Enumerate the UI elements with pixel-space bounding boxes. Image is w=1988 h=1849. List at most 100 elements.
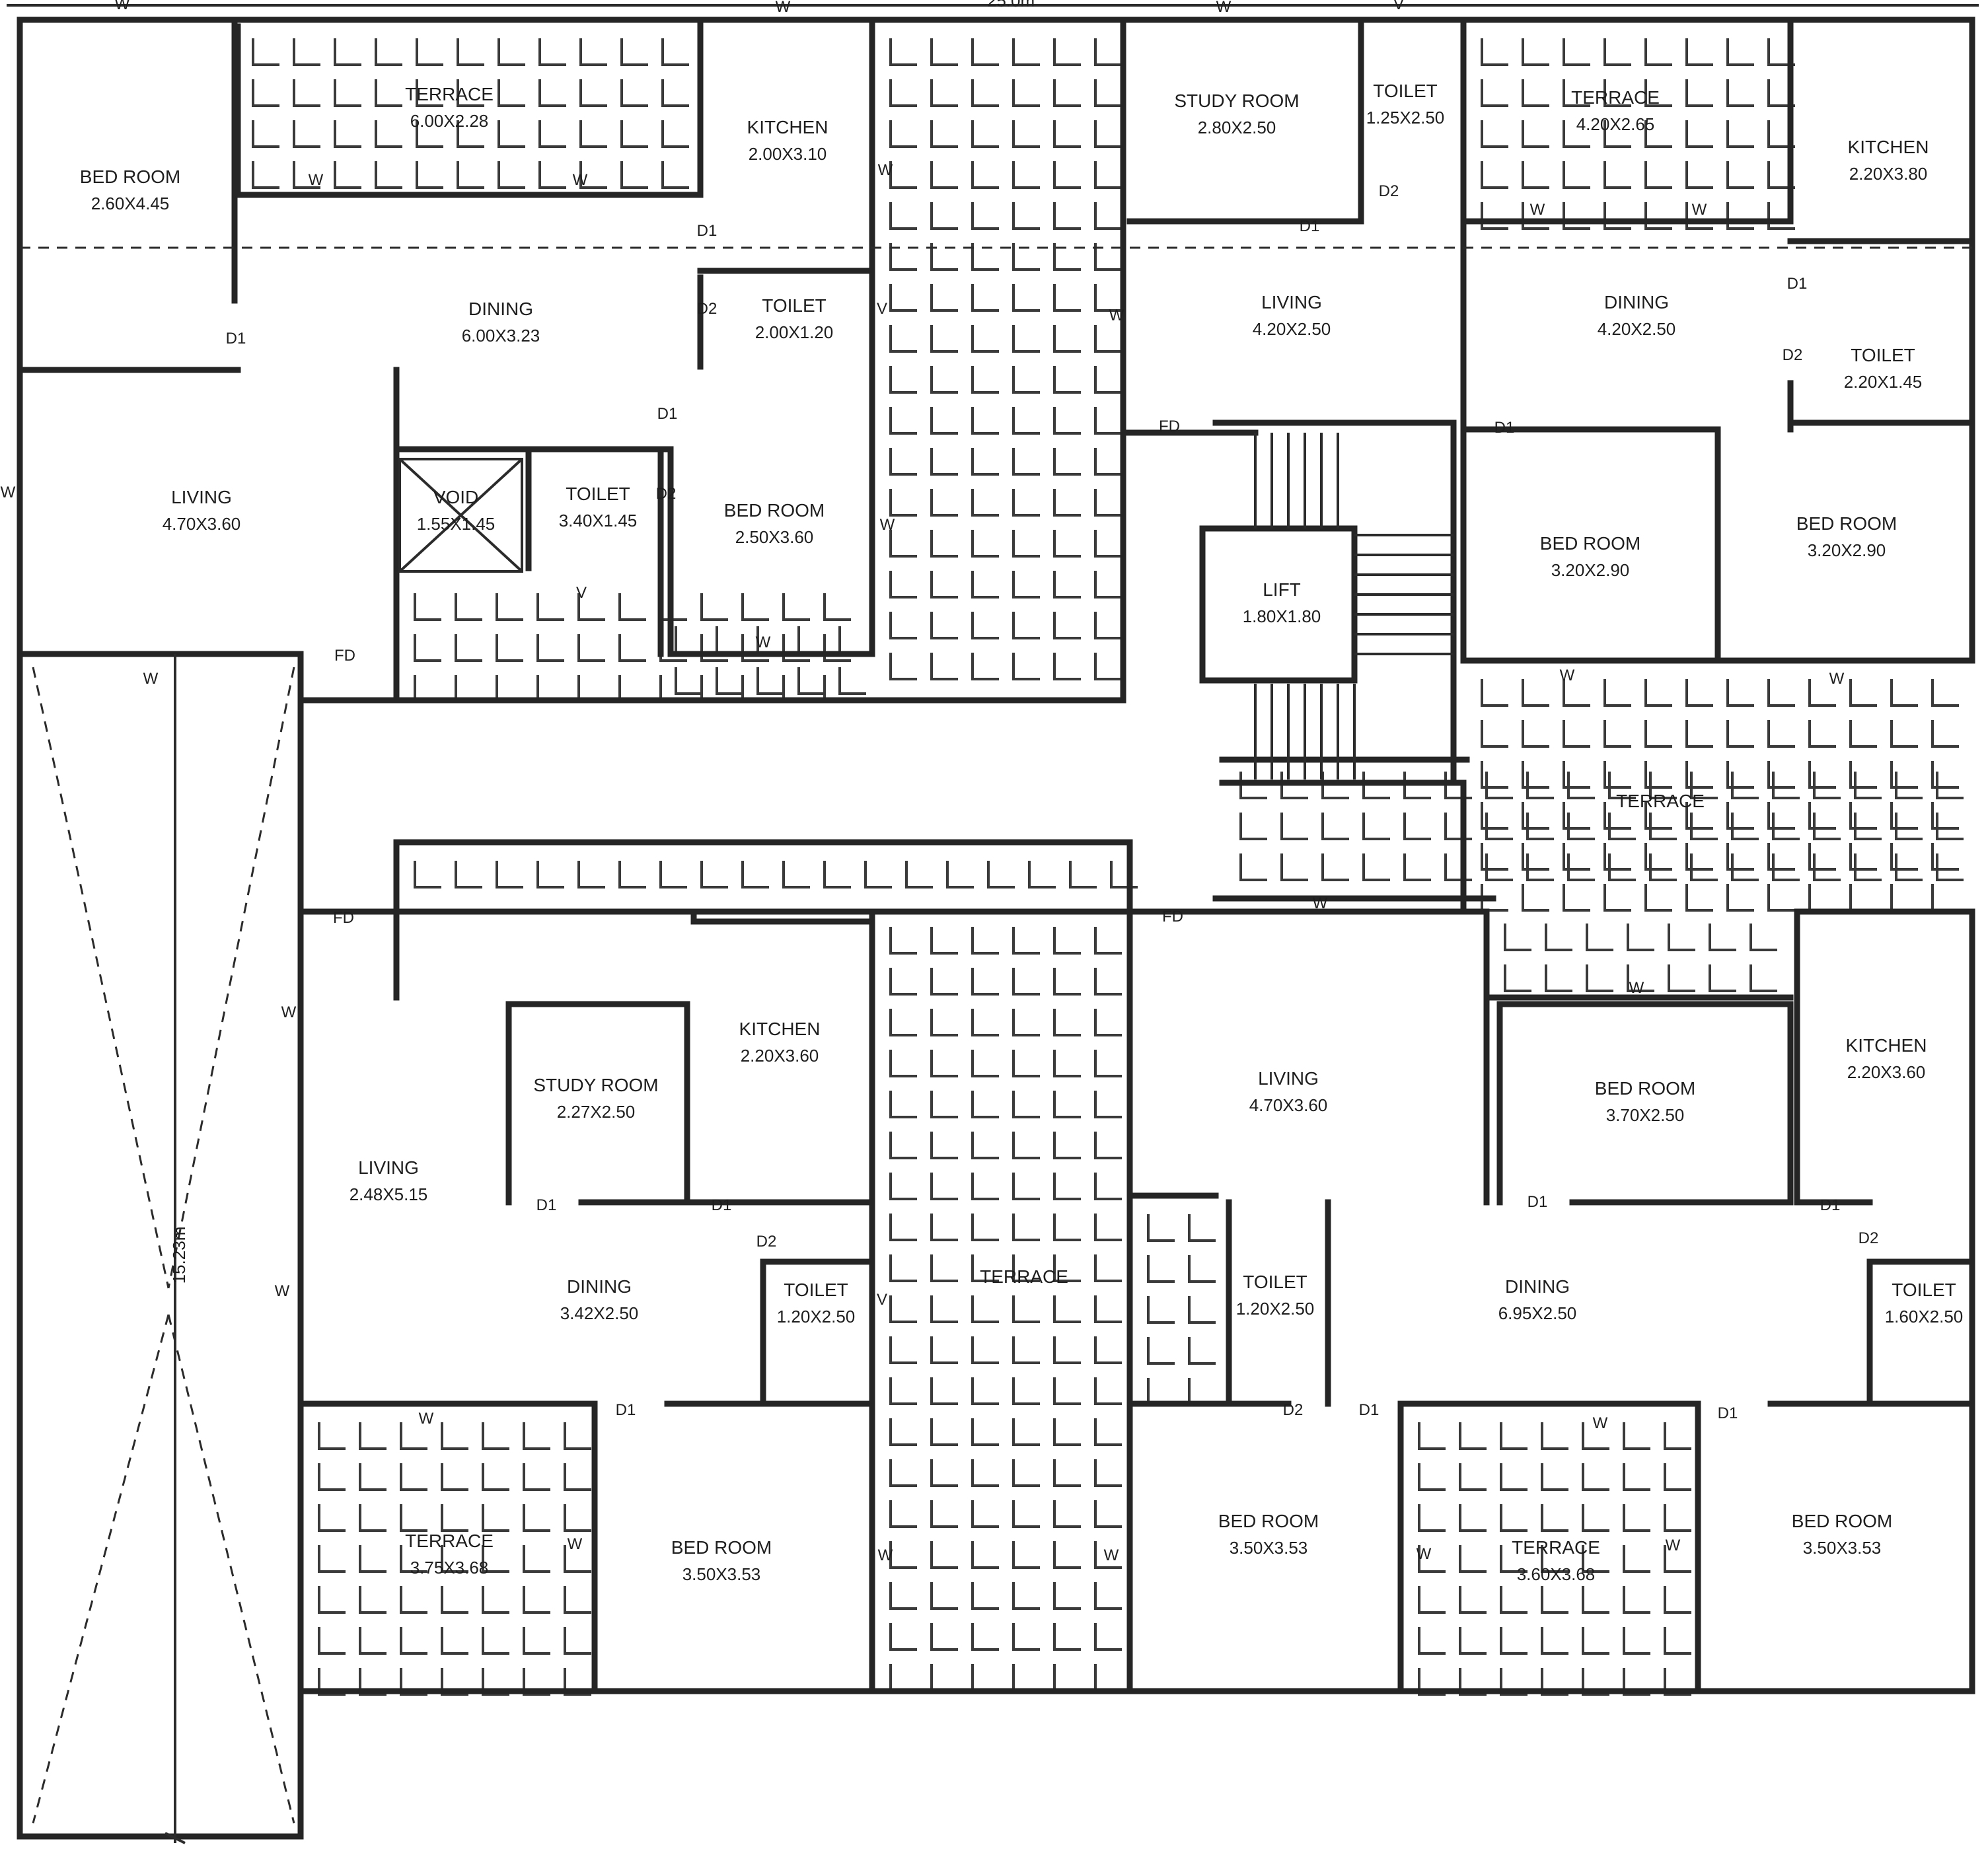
mark-door-d2: D2 (697, 300, 718, 318)
floor-tile (1522, 79, 1549, 107)
floor-tile (359, 1504, 387, 1532)
floor-tile (1541, 1504, 1568, 1532)
floor-tile (971, 1050, 999, 1077)
floor-tile (1012, 407, 1040, 435)
floor-tile (1147, 1337, 1175, 1365)
floor-tile (1094, 1500, 1122, 1528)
floor-tile (538, 79, 566, 107)
svg-text:4.20X2.50: 4.20X2.50 (1253, 319, 1331, 339)
floor-tile (700, 634, 728, 662)
floor-tile (1664, 1586, 1691, 1614)
floor-tile (1849, 843, 1877, 871)
svg-text:2.50X3.60: 2.50X3.60 (735, 527, 814, 547)
floor-tile (1053, 243, 1081, 271)
floor-tile (334, 161, 361, 189)
floor-tile (1936, 813, 1964, 840)
floor-tile (1582, 1586, 1609, 1614)
floor-tile (1500, 1586, 1528, 1614)
floor-tile (1094, 968, 1122, 996)
floor-tile (1726, 202, 1754, 230)
floor-tile (1053, 366, 1081, 394)
floor-tile (1567, 853, 1595, 881)
floor-tile (1563, 802, 1590, 830)
svg-text:KITCHEN: KITCHEN (747, 117, 828, 137)
floor-tile (1563, 120, 1590, 148)
floor-tile (930, 366, 958, 394)
svg-text:1.20X2.50: 1.20X2.50 (777, 1307, 856, 1326)
floor-tile (782, 593, 810, 621)
floor-tile (1053, 1541, 1081, 1569)
floor-tile (1053, 284, 1081, 312)
floor-tile (482, 1586, 509, 1614)
dim-side-depth: 15.23m (169, 1227, 189, 1284)
floor-tile (1586, 924, 1613, 951)
floor-tile (1362, 813, 1390, 840)
floor-tile (971, 571, 999, 598)
floor-tile (889, 325, 917, 353)
floor-tile (1481, 802, 1508, 830)
mark-door-d2: D2 (1783, 346, 1803, 364)
floor-tile (564, 1463, 591, 1491)
svg-text:6.00X3.23: 6.00X3.23 (462, 326, 540, 345)
floor-tile (1053, 1132, 1081, 1159)
floor-tile (1012, 1050, 1040, 1077)
floor-tile (293, 161, 320, 189)
mark-fd: FD (1162, 908, 1183, 925)
floor-tile (1094, 1091, 1122, 1118)
floor-tile (930, 1050, 958, 1077)
floor-tile (1767, 161, 1795, 189)
floor-tile (1623, 1627, 1650, 1655)
floor-tile (1767, 679, 1795, 707)
floor-tile (1767, 761, 1795, 789)
floor-tile (577, 861, 605, 888)
floor-tile (538, 161, 566, 189)
floor-tile (1627, 924, 1654, 951)
floor-tile (971, 202, 999, 230)
floor-tile (1012, 612, 1040, 639)
room-terrace-c2: TERRACE (980, 1266, 1068, 1287)
floor-tile (1813, 853, 1841, 881)
floor-tile (1644, 761, 1672, 789)
floor-tile (1608, 772, 1636, 799)
floor-tile (1522, 884, 1549, 912)
svg-text:TERRACE: TERRACE (1616, 791, 1705, 811)
floor-tile (930, 38, 958, 66)
floor-tile (1849, 720, 1877, 748)
floor-tile (1726, 679, 1754, 707)
floor-tile (359, 1545, 387, 1573)
floor-tile (1012, 530, 1040, 558)
floor-tile (930, 407, 958, 435)
svg-text:1.60X2.50: 1.60X2.50 (1885, 1307, 1964, 1326)
floor-tile (1094, 1254, 1122, 1282)
floor-tile (971, 927, 999, 955)
floor-tile (1053, 79, 1081, 107)
floor-tile (1522, 38, 1549, 66)
floor-tile (1563, 79, 1590, 107)
floor-tile (889, 1254, 917, 1282)
floor-tile (1668, 964, 1695, 992)
floor-tile (523, 1627, 550, 1655)
floor-tile (1726, 884, 1754, 912)
floor-tile (1582, 1463, 1609, 1491)
mark-vent: V (877, 1291, 887, 1309)
floor-tile (889, 1132, 917, 1159)
floor-tile (1012, 489, 1040, 517)
floor-tile (1459, 1422, 1487, 1450)
floor-tile (971, 612, 999, 639)
floor-tile (1504, 964, 1531, 992)
floor-tile (1053, 1214, 1081, 1241)
floor-tile (482, 1668, 509, 1696)
svg-text:TERRACE: TERRACE (405, 1531, 494, 1551)
mark-door-d1: D1 (226, 330, 246, 347)
floor-tile (930, 1214, 958, 1241)
floor-tile (889, 366, 917, 394)
svg-text:2.00X3.10: 2.00X3.10 (749, 144, 827, 164)
floor-tile (1668, 924, 1695, 951)
floor-tile (1500, 1545, 1528, 1573)
mark-door-d2: D2 (1283, 1401, 1304, 1419)
